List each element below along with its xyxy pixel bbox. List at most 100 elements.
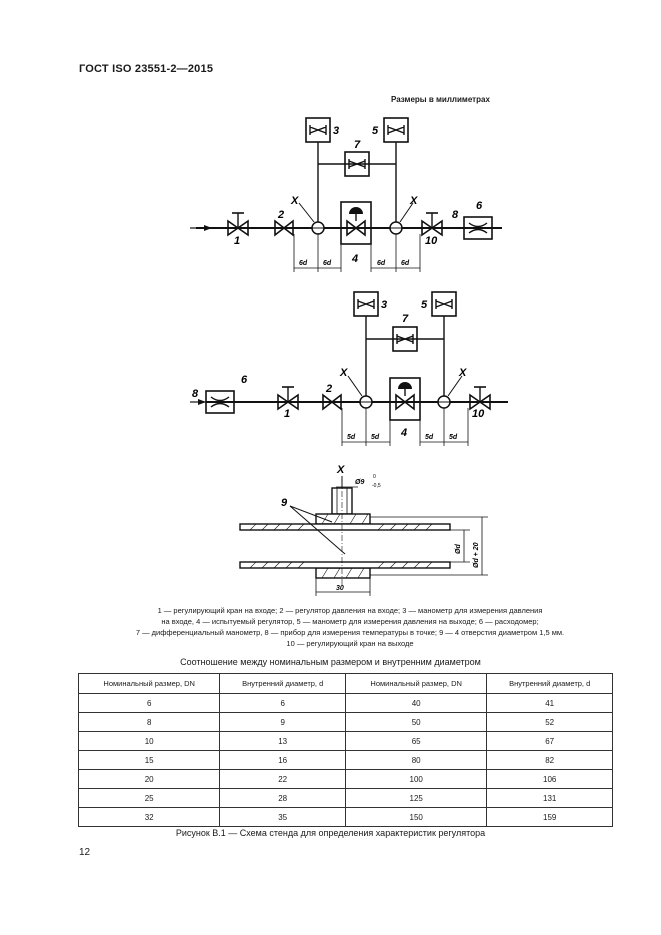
table-cell: 80 [344, 750, 488, 770]
table-row: 25 28 125 131 [77, 788, 613, 808]
table-cell: 50 [344, 712, 488, 732]
length-dim: 30 [336, 585, 344, 592]
legend-line: на входе, 4 — испытуемый регулятор, 5 — … [161, 617, 539, 626]
hole-tol-lower: -0,5 [372, 483, 381, 489]
outlet-gauge-icon [383, 117, 409, 143]
page-number: 12 [79, 847, 91, 858]
col-inner-diameter: Внутренний диаметр, d [486, 673, 613, 694]
table-cell: 150 [344, 807, 488, 827]
tap-mark: X [336, 464, 345, 476]
size-diameter-table: Номинальный размер, DN Внутренний диамет… [77, 673, 613, 827]
label-6: 6 [476, 200, 483, 212]
table-row: 10 13 65 67 [77, 731, 613, 751]
label-8: 8 [452, 209, 459, 221]
dim-6d: 6d [299, 260, 308, 267]
inlet-gauge-icon [353, 291, 379, 317]
figure-legend: 1 — регулирующий кран на входе; 2 — регу… [80, 605, 620, 649]
outlet-tap-icon [389, 221, 403, 235]
table-title: Соотношение между номинальным размером и… [180, 657, 481, 667]
dim-6d: 6d [401, 260, 410, 267]
table-cell: 6 [77, 693, 221, 713]
figure-caption: Рисунок B.1 — Схема стенда для определен… [175, 828, 486, 838]
tap-mark: X [290, 195, 299, 207]
hole-tol-upper: 0 [373, 474, 376, 480]
label-5: 5 [421, 299, 428, 311]
table-cell: 159 [486, 807, 613, 827]
table-row: 32 35 150 159 [77, 807, 613, 827]
lower-scheme: 8 6 1 2 X X 4 10 3 5 7 5d [190, 291, 508, 446]
table-cell: 28 [219, 788, 346, 808]
tested-regulator-icon [340, 201, 372, 245]
table-cell: 41 [486, 693, 613, 713]
table-cell: 32 [77, 807, 221, 827]
label-2: 2 [325, 383, 332, 395]
label-8: 8 [192, 388, 199, 400]
table-cell: 125 [344, 788, 488, 808]
legend-line: 1 — регулирующий кран на входе; 2 — регу… [157, 606, 543, 615]
dim-5d: 5d [347, 434, 356, 441]
units-note: Размеры в миллиметрах [391, 95, 490, 104]
table-cell: 52 [486, 712, 613, 732]
dim-5d: 5d [425, 434, 434, 441]
label-3: 3 [333, 125, 339, 137]
hole-dim: Ø9 [355, 479, 364, 486]
table-cell: 15 [77, 750, 221, 770]
table-row: 15 16 80 82 [77, 750, 613, 770]
table-row: 8 9 50 52 [77, 712, 613, 732]
table-cell: 40 [344, 693, 488, 713]
label-4: 4 [400, 427, 407, 439]
test-bench-diagram: 1 2 X X 4 10 8 6 3 5 7 [190, 117, 508, 596]
table-cell: 106 [486, 769, 613, 789]
label-1: 1 [284, 408, 290, 420]
table-cell: 20 [77, 769, 221, 789]
tap-mark: X [409, 195, 418, 207]
table-row: 20 22 100 106 [77, 769, 613, 789]
table-cell: 67 [486, 731, 613, 751]
table-cell: 25 [77, 788, 221, 808]
diff-gauge-icon [392, 326, 418, 352]
tap-detail: X Ø9 0 -0,5 [239, 464, 488, 596]
table-row: 6 6 40 41 [77, 693, 613, 713]
label-6: 6 [241, 374, 248, 386]
col-inner-diameter: Внутренний диаметр, d [219, 673, 346, 694]
label-7: 7 [354, 139, 361, 151]
label-1: 1 [234, 235, 240, 247]
legend-line: 10 — регулирующий кран на выходе [286, 639, 414, 648]
table-cell: 8 [77, 712, 221, 732]
table-cell: 6 [219, 693, 346, 713]
outlet-valve-icon [421, 212, 443, 236]
table-cell: 16 [219, 750, 346, 770]
tested-regulator-icon [389, 377, 421, 421]
legend-line: 7 — дифференциальный манометр, 8 — прибо… [135, 628, 565, 637]
tap-mark: X [458, 367, 467, 379]
upper-scheme: 1 2 X X 4 10 8 6 3 5 7 [190, 117, 502, 272]
table-cell: 82 [486, 750, 613, 770]
outlet-tap-icon [437, 395, 451, 409]
outlet-valve-icon [469, 386, 491, 410]
outlet-gauge-icon [431, 291, 457, 317]
dim-6d: 6d [377, 260, 386, 267]
dim-6d: 6d [323, 260, 332, 267]
inlet-tap-icon [359, 395, 373, 409]
label-4: 4 [351, 253, 358, 265]
dim-5d: 5d [449, 434, 458, 441]
tap-mark: X [339, 367, 348, 379]
document-header: ГОСТ ISO 23551-2—2015 [79, 63, 214, 75]
col-nominal-size: Номинальный размер, DN [344, 673, 488, 694]
flow-arrow [204, 225, 212, 231]
dim-5d: 5d [371, 434, 380, 441]
table-header-row: Номинальный размер, DN Внутренний диамет… [77, 673, 613, 694]
inlet-gauge-icon [305, 117, 331, 143]
table-cell: 9 [219, 712, 346, 732]
label-3: 3 [381, 299, 387, 311]
label-2: 2 [277, 209, 284, 221]
label-10: 10 [425, 235, 438, 247]
table-cell: 35 [219, 807, 346, 827]
table-cell: 22 [219, 769, 346, 789]
diff-gauge-icon [344, 151, 370, 177]
table-cell: 13 [219, 731, 346, 751]
label-5: 5 [372, 125, 379, 137]
inlet-tap-icon [311, 221, 325, 235]
col-nominal-size: Номинальный размер, DN [77, 673, 221, 694]
pipe-d-dim: Ød [455, 544, 462, 554]
